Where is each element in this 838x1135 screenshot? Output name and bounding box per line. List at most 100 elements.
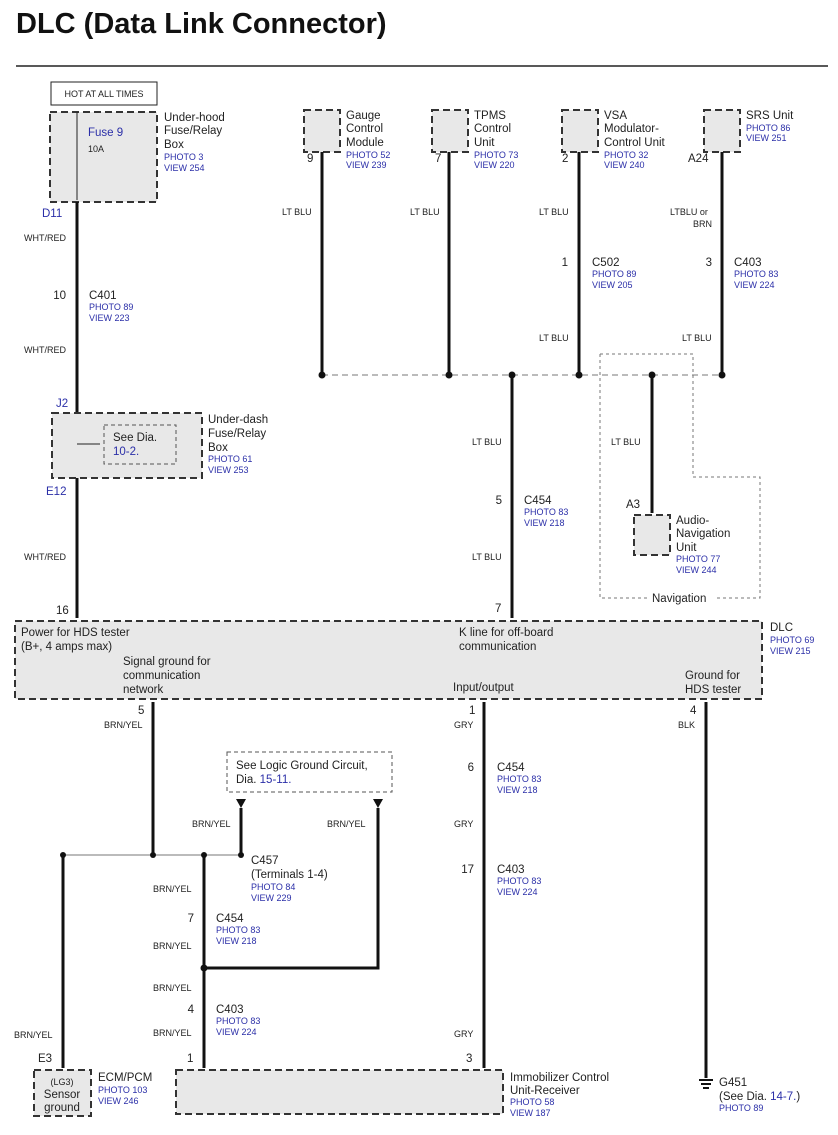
arrow-left <box>236 799 246 808</box>
c502-pin: 1 <box>562 257 568 269</box>
vsa-name-2: Modulator- <box>604 123 659 135</box>
dlc-pin-5: 5 <box>138 705 144 717</box>
tpms-wire: LT BLU <box>410 207 440 217</box>
immobilizer-photo: PHOTO 58 <box>510 1097 554 1107</box>
tpms-pin: 7 <box>435 153 441 165</box>
fuse-9-label: Fuse 9 <box>88 127 123 139</box>
c454-k-pin: 5 <box>496 495 502 507</box>
srs-pin: A24 <box>688 153 709 165</box>
g451-label: G451 <box>719 1077 747 1089</box>
c403-top-view: VIEW 224 <box>734 280 775 290</box>
wire-brnyel-3: BRN/YEL <box>153 983 192 993</box>
ecm-sensor-2: ground <box>44 1102 80 1114</box>
c502-photo: PHOTO 89 <box>592 269 636 279</box>
c457-sub: (Terminals 1-4) <box>251 869 328 881</box>
dlc-pin-1: 1 <box>469 705 475 717</box>
c401-label: C401 <box>89 290 117 302</box>
wire-brnyel-2: BRN/YEL <box>153 941 192 951</box>
c403-io-view: VIEW 224 <box>497 887 538 897</box>
wire-whtred-1: WHT/RED <box>24 233 66 243</box>
tpms-photo: PHOTO 73 <box>474 150 518 160</box>
ecm-pcm-box <box>33 1069 92 1117</box>
c454-io-pin: 6 <box>468 762 474 774</box>
tpms-name-2: Control <box>474 123 511 135</box>
tpms-name-3: Unit <box>474 137 495 149</box>
navigation-view: VIEW 244 <box>676 565 717 575</box>
navigation-name-2: Navigation <box>676 528 730 540</box>
dlc-gnd-2: HDS tester <box>685 684 741 696</box>
underdash-view: VIEW 253 <box>208 465 249 475</box>
gauge-name-3: Module <box>346 137 384 149</box>
navigation-photo: PHOTO 77 <box>676 554 720 564</box>
dlc-io: Input/output <box>453 682 515 694</box>
vsa-photo: PHOTO 32 <box>604 150 648 160</box>
underdash-photo: PHOTO 61 <box>208 454 252 464</box>
dlc-pin-16: 16 <box>56 605 69 617</box>
ecm-photo: PHOTO 103 <box>98 1085 147 1095</box>
c502-view: VIEW 205 <box>592 280 633 290</box>
gauge-name-1: Gauge <box>346 110 381 122</box>
fuse-amp: 10A <box>88 144 104 154</box>
srs-view: VIEW 251 <box>746 133 787 143</box>
underhood-view: VIEW 254 <box>164 163 205 173</box>
k-line-wire-label-2: LT BLU <box>472 552 502 562</box>
c454-io-photo: PHOTO 83 <box>497 774 541 784</box>
splice-srs <box>718 371 726 379</box>
c403-top-label: C403 <box>734 257 762 269</box>
see-dia-10-2-box <box>103 424 177 465</box>
underdash-name-2: Fuse/Relay <box>208 428 266 440</box>
c403-gnd-view: VIEW 224 <box>216 1027 257 1037</box>
c403-gnd-label: C403 <box>216 1004 244 1016</box>
g451-see: (See Dia. 14-7.) <box>719 1091 800 1103</box>
dlc-sg-3: network <box>123 684 164 696</box>
c454-k-label: C454 <box>524 495 552 507</box>
hot-at-all-times-label: HOT AT ALL TIMES <box>64 89 143 99</box>
dlc-pin-4: 4 <box>690 705 697 717</box>
dlc-gnd-1: Ground for <box>685 670 740 682</box>
c403-top-photo: PHOTO 83 <box>734 269 778 279</box>
wire-gry-1: GRY <box>454 720 473 730</box>
splice-gauge <box>318 371 326 379</box>
gauge-pin: 9 <box>307 153 313 165</box>
underhood-name-1: Under-hood <box>164 112 225 124</box>
immobilizer-view: VIEW 187 <box>510 1108 551 1118</box>
immobilizer-name-1: Immobilizer Control <box>510 1072 609 1084</box>
vsa-name-1: VSA <box>604 110 627 122</box>
splice-tpms <box>445 371 453 379</box>
dia-14-7-link[interactable]: 14-7. <box>770 1091 796 1103</box>
vsa-wire-bottom: LT BLU <box>539 333 569 343</box>
gauge-name-2: Control <box>346 123 383 135</box>
immobilizer-name-2: Unit-Receiver <box>510 1085 580 1097</box>
wire-brnyel-1: BRN/YEL <box>153 884 192 894</box>
vsa-wire-top: LT BLU <box>539 207 569 217</box>
c454-k-view: VIEW 218 <box>524 518 565 528</box>
dlc-connector <box>14 620 763 700</box>
dia-15-11-link[interactable]: 15-11. <box>260 774 292 786</box>
underdash-name-3: Box <box>208 442 228 454</box>
dlc-photo: PHOTO 69 <box>770 635 814 645</box>
immobilizer-pin-1: 1 <box>187 1053 193 1065</box>
vsa-view: VIEW 240 <box>604 160 645 170</box>
gauge-view: VIEW 239 <box>346 160 387 170</box>
pin-j2: J2 <box>56 398 68 410</box>
pin-d11: D11 <box>42 208 62 220</box>
splice-sg <box>150 852 156 858</box>
c403-io-photo: PHOTO 83 <box>497 876 541 886</box>
audio-navigation-unit <box>633 514 671 556</box>
dlc-power-1: Power for HDS tester <box>21 627 130 639</box>
dlc-pin-7: 7 <box>495 603 501 615</box>
c502-label: C502 <box>592 257 620 269</box>
dlc-sg-2: communication <box>123 670 200 682</box>
c403-gnd-photo: PHOTO 83 <box>216 1016 260 1026</box>
logic-ground-box <box>226 751 393 793</box>
gauge-control-module <box>303 109 341 153</box>
dlc-name: DLC <box>770 622 793 634</box>
immobilizer-box <box>175 1069 504 1115</box>
srs-wire-1: LTBLU or <box>670 207 708 217</box>
gauge-wire: LT BLU <box>282 207 312 217</box>
wire-brnyel-logic-right: BRN/YEL <box>327 819 366 829</box>
wire-gry-3: GRY <box>454 1029 473 1039</box>
underhood-fuse-box <box>49 111 158 203</box>
dia-10-2-link[interactable]: 10-2. <box>113 446 139 458</box>
